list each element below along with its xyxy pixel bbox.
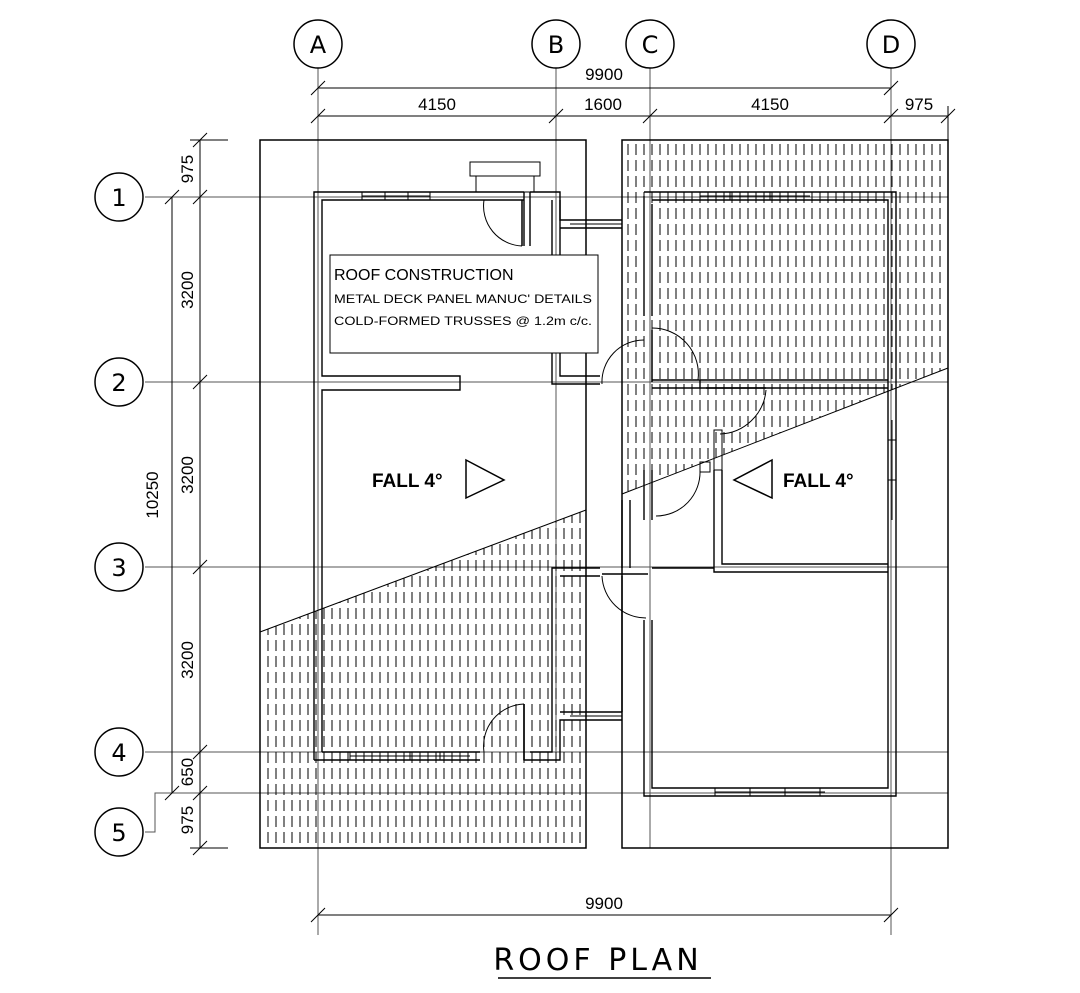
left-hatched-area — [260, 510, 586, 848]
roof-slabs — [259, 139, 949, 849]
note-line-1: ROOF CONSTRUCTION — [334, 267, 514, 284]
dim-top-overall: 9900 — [585, 65, 623, 84]
fall-label-left: FALL 4° — [372, 471, 443, 492]
doors — [469, 161, 767, 760]
dim-left-seg-3: 3200 — [178, 456, 197, 494]
grid-label-2: 2 — [111, 369, 126, 397]
dim-top-seg-3: 4150 — [751, 95, 789, 114]
grid-bubble-d — [866, 19, 916, 69]
grid-bubble-1 — [94, 172, 144, 222]
dim-top-seg-2: 1600 — [584, 95, 622, 114]
grid-bubble-c — [625, 19, 675, 69]
dim-left-seg-6: 975 — [178, 806, 197, 834]
grid-label-d: D — [882, 31, 900, 59]
grid-bubble-a — [293, 19, 343, 69]
grid-bubble-3 — [94, 542, 144, 592]
top-dimensions: 9900 4150 1600 4150 975 — [310, 65, 956, 140]
column-bubbles: A B C D — [293, 19, 916, 69]
fall-arrow-right-icon — [465, 458, 506, 500]
roof-construction-note: ROOF CONSTRUCTION METAL DECK PANEL MANUC… — [329, 254, 599, 354]
row-bubbles: 1 2 3 4 5 — [94, 172, 144, 857]
bottom-dimensions: 9900 — [310, 894, 899, 923]
dim-top-seg-4: 975 — [905, 95, 933, 114]
dim-bottom-overall: 9900 — [585, 894, 623, 913]
grid-label-c: C — [642, 31, 659, 59]
dim-left-seg-1: 975 — [178, 155, 197, 183]
fall-arrow-left-icon — [732, 458, 773, 500]
dim-left-seg-4: 3200 — [178, 641, 197, 679]
grid-label-3: 3 — [111, 554, 126, 582]
dim-left-seg-5: 650 — [178, 758, 197, 786]
right-hatched-area — [622, 140, 948, 494]
grid-bubble-b — [531, 19, 581, 69]
left-dimensions: 10250 975 3200 3200 3200 650 975 — [143, 132, 228, 856]
grid-label-5: 5 — [111, 819, 126, 847]
note-line-2: METAL DECK PANEL MANUC' DETAILS — [334, 292, 592, 306]
grid-bubble-2 — [94, 357, 144, 407]
grid-label-b: B — [548, 31, 564, 59]
note-line-3: COLD-FORMED TRUSSES @ 1.2m c/c. — [334, 314, 592, 328]
fall-label-right: FALL 4° — [783, 471, 854, 492]
fall-indicators: FALL 4° FALL 4° — [372, 458, 854, 500]
grid-label-a: A — [310, 31, 327, 59]
dim-left-seg-2: 3200 — [178, 271, 197, 309]
title-text: ROOF PLAN — [493, 943, 702, 978]
dim-top-seg-1: 4150 — [418, 95, 456, 114]
grid-label-1: 1 — [111, 184, 126, 212]
grid-bubble-5 — [94, 807, 144, 857]
drawing-title: ROOF PLAN — [493, 943, 711, 979]
dim-left-overall: 10250 — [143, 471, 162, 518]
grid-bubble-4 — [94, 727, 144, 777]
windows — [349, 192, 896, 796]
grid-label-4: 4 — [111, 739, 126, 767]
